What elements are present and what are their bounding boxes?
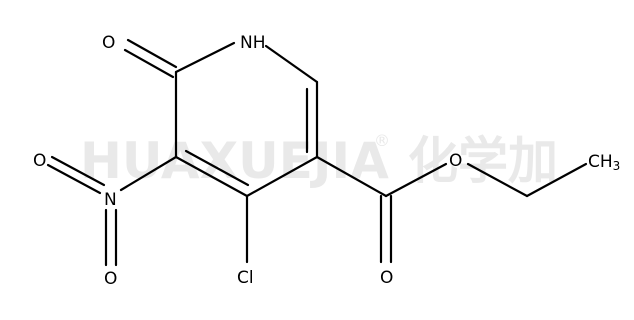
bond-nitro-o-left-b (50, 155, 106, 187)
atom-nitro-oxygen-left: O (33, 151, 46, 171)
bond-ring-bottom-left-inner (184, 149, 250, 187)
atom-nh: NH (240, 33, 266, 53)
bond-nitro-o-left-a (46, 163, 102, 195)
watermark-chinese-text: 化学加 (408, 132, 558, 190)
atom-chlorine: Cl (237, 268, 254, 288)
atom-nitro-nitrogen: N (104, 190, 117, 210)
atom-ester-ether-oxygen: O (449, 151, 462, 171)
atom-nitro-oxygen-bottom: O (104, 269, 117, 289)
bond-ring-ester-c (315, 155, 388, 198)
watermark: HUAXUEJIA ® 化学加 (80, 131, 558, 190)
bond-ring-bottom-left (174, 155, 249, 198)
atom-labels: O NH O N O Cl O O CH3 (33, 33, 620, 289)
bond-nh-ch (264, 44, 319, 84)
bond-carbonyl-a (126, 38, 178, 69)
bond-ring-bottom-right (245, 155, 319, 198)
atom-carbonyl-oxygen: O (102, 33, 115, 53)
atom-methyl-carbon: CH3 (588, 152, 620, 173)
atom-ester-carbonyl-oxygen: O (380, 268, 393, 288)
bond-carbonyl-b (123, 48, 175, 79)
bond-c-nitro-n (119, 155, 178, 192)
bond-o-ch2 (466, 162, 529, 198)
bond-ester-c-o (384, 162, 448, 198)
bond-ch2-ch3 (525, 162, 588, 198)
watermark-text: HUAXUEJIA (80, 132, 389, 190)
bonds (46, 38, 588, 267)
atom-methyl-subscript: 3 (613, 159, 621, 173)
watermark-registered-mark: ® (374, 131, 390, 150)
bond-c-nh (174, 41, 236, 74)
atom-methyl-ch: CH (588, 152, 613, 172)
